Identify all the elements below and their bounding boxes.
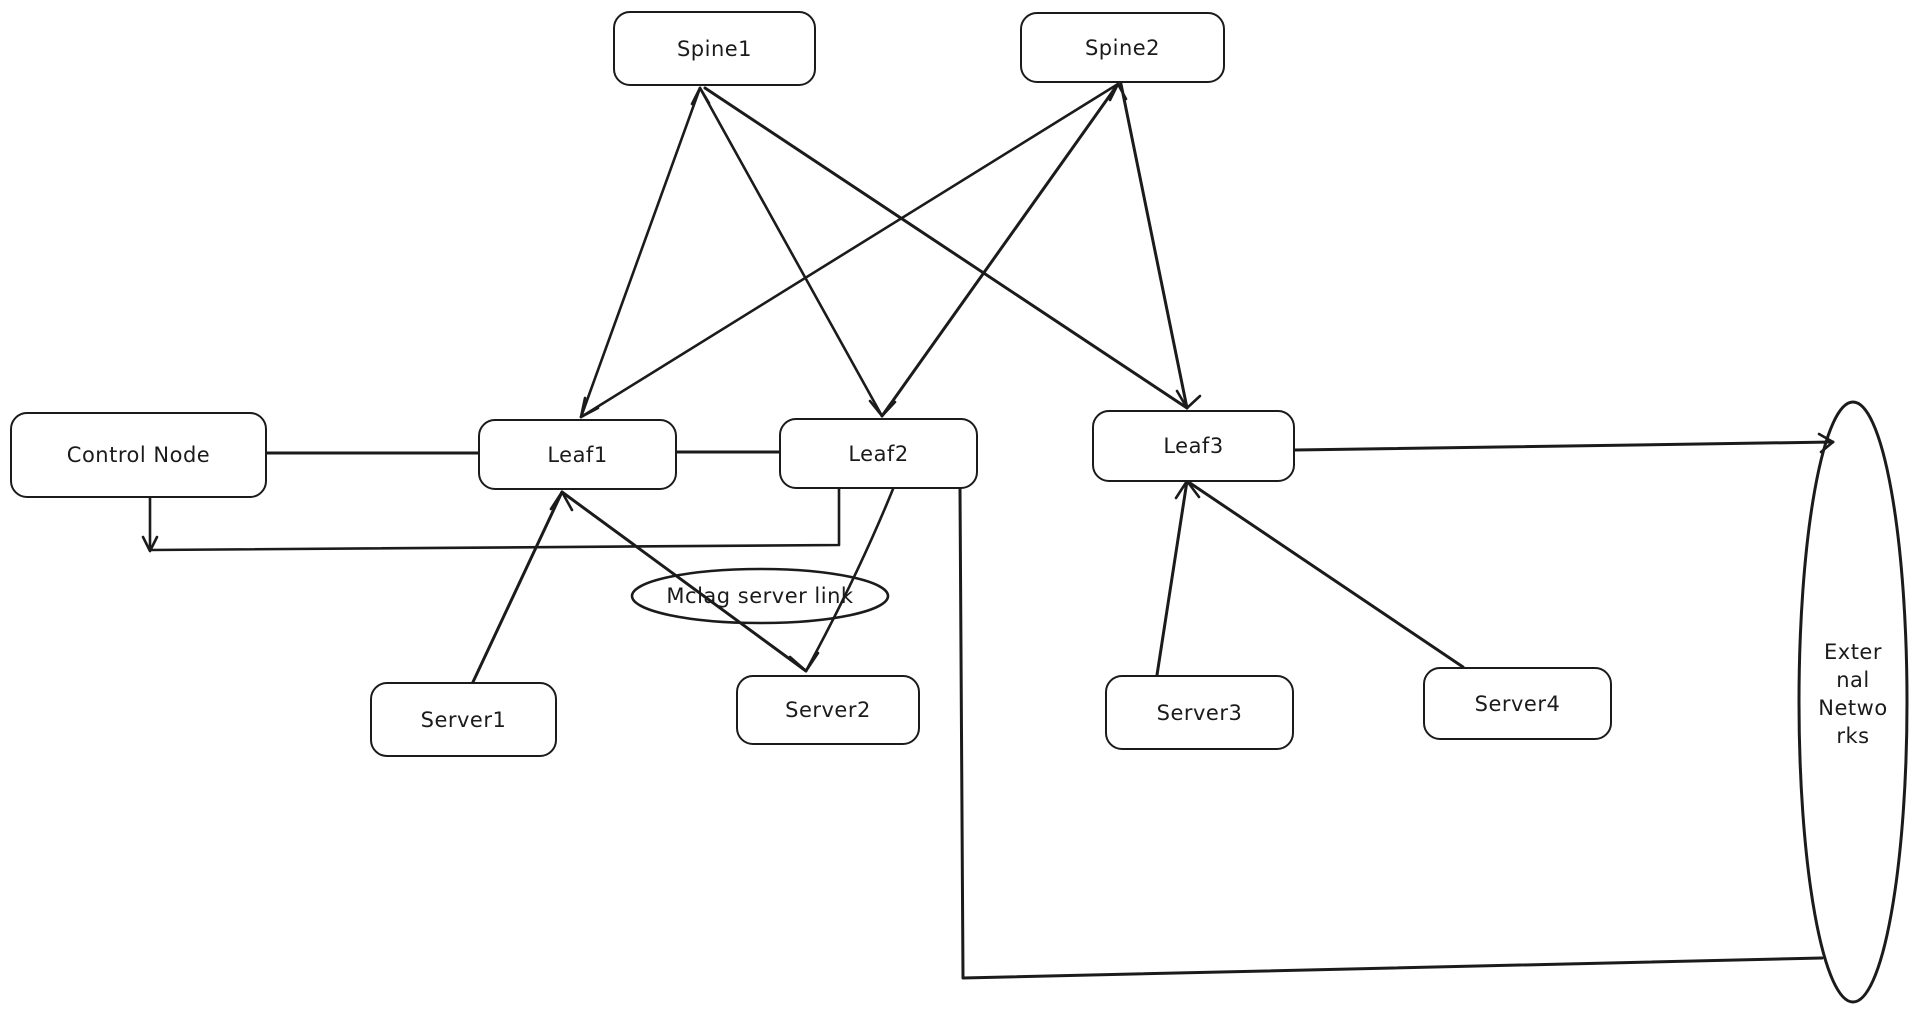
edge-leaf1-server1[interactable] bbox=[471, 490, 564, 684]
arrowhead bbox=[690, 86, 711, 106]
node-label: Leaf1 bbox=[547, 442, 608, 467]
node-label: Server2 bbox=[785, 698, 871, 722]
arrowhead bbox=[1175, 389, 1202, 410]
node-spine2[interactable]: Spine2 bbox=[1020, 12, 1225, 83]
edge-spine1-leaf3[interactable] bbox=[703, 86, 1189, 410]
edge-spine2-leaf1[interactable] bbox=[579, 82, 1120, 419]
edge-control-leaf2[interactable] bbox=[148, 487, 841, 552]
mclag-ellipse[interactable] bbox=[630, 567, 890, 625]
node-label: Leaf2 bbox=[848, 441, 909, 466]
node-spine1[interactable]: Spine1 bbox=[613, 11, 816, 86]
arrowhead bbox=[141, 535, 159, 553]
external-label-line: Netwo bbox=[1818, 696, 1888, 720]
external-networks-label: Exter nal Netwo rks bbox=[1803, 638, 1903, 750]
node-label: Server1 bbox=[420, 707, 507, 732]
arrowhead bbox=[1108, 82, 1128, 102]
mclag-ellipse-label: Mclag server link bbox=[666, 584, 854, 608]
edge-spine1-leaf2[interactable] bbox=[698, 86, 884, 418]
node-server2[interactable]: Server2 bbox=[736, 675, 920, 745]
node-server1[interactable]: Server1 bbox=[370, 682, 557, 757]
edge-spine1-leaf1[interactable] bbox=[579, 86, 702, 419]
external-networks-ellipse[interactable] bbox=[1797, 400, 1909, 1004]
node-control-node[interactable]: Control Node bbox=[10, 412, 267, 498]
node-leaf2[interactable]: Leaf2 bbox=[779, 418, 978, 489]
node-label: Leaf3 bbox=[1163, 434, 1224, 458]
arrowhead bbox=[549, 490, 574, 512]
node-leaf3[interactable]: Leaf3 bbox=[1092, 410, 1295, 482]
edge-leaf2-external[interactable] bbox=[958, 487, 1824, 980]
node-label: Spine2 bbox=[1084, 35, 1161, 60]
external-label-line: rks bbox=[1836, 724, 1870, 748]
node-server3[interactable]: Server3 bbox=[1105, 675, 1294, 750]
edge-leaf3-server3[interactable] bbox=[1155, 479, 1189, 677]
edge-spine2-leaf3[interactable] bbox=[1119, 82, 1189, 410]
arrowhead bbox=[1174, 479, 1201, 500]
node-leaf1[interactable]: Leaf1 bbox=[478, 419, 677, 490]
node-label: Server3 bbox=[1156, 700, 1243, 725]
external-label-line: Exter bbox=[1824, 640, 1882, 664]
node-label: Server4 bbox=[1474, 691, 1561, 716]
edge-spine2-leaf2[interactable] bbox=[880, 82, 1120, 418]
node-label: Spine1 bbox=[676, 36, 753, 61]
arrowhead bbox=[579, 396, 600, 419]
node-label: Control Node bbox=[66, 443, 211, 467]
arrowhead bbox=[788, 651, 820, 673]
edge-leaf3-external[interactable] bbox=[1293, 440, 1835, 452]
edge-leaf3-server4[interactable] bbox=[1185, 479, 1465, 669]
node-server4[interactable]: Server4 bbox=[1423, 667, 1612, 740]
arrowhead bbox=[868, 399, 897, 418]
external-label-line: nal bbox=[1836, 668, 1870, 692]
edge-leaf1-server2[interactable] bbox=[560, 490, 808, 673]
